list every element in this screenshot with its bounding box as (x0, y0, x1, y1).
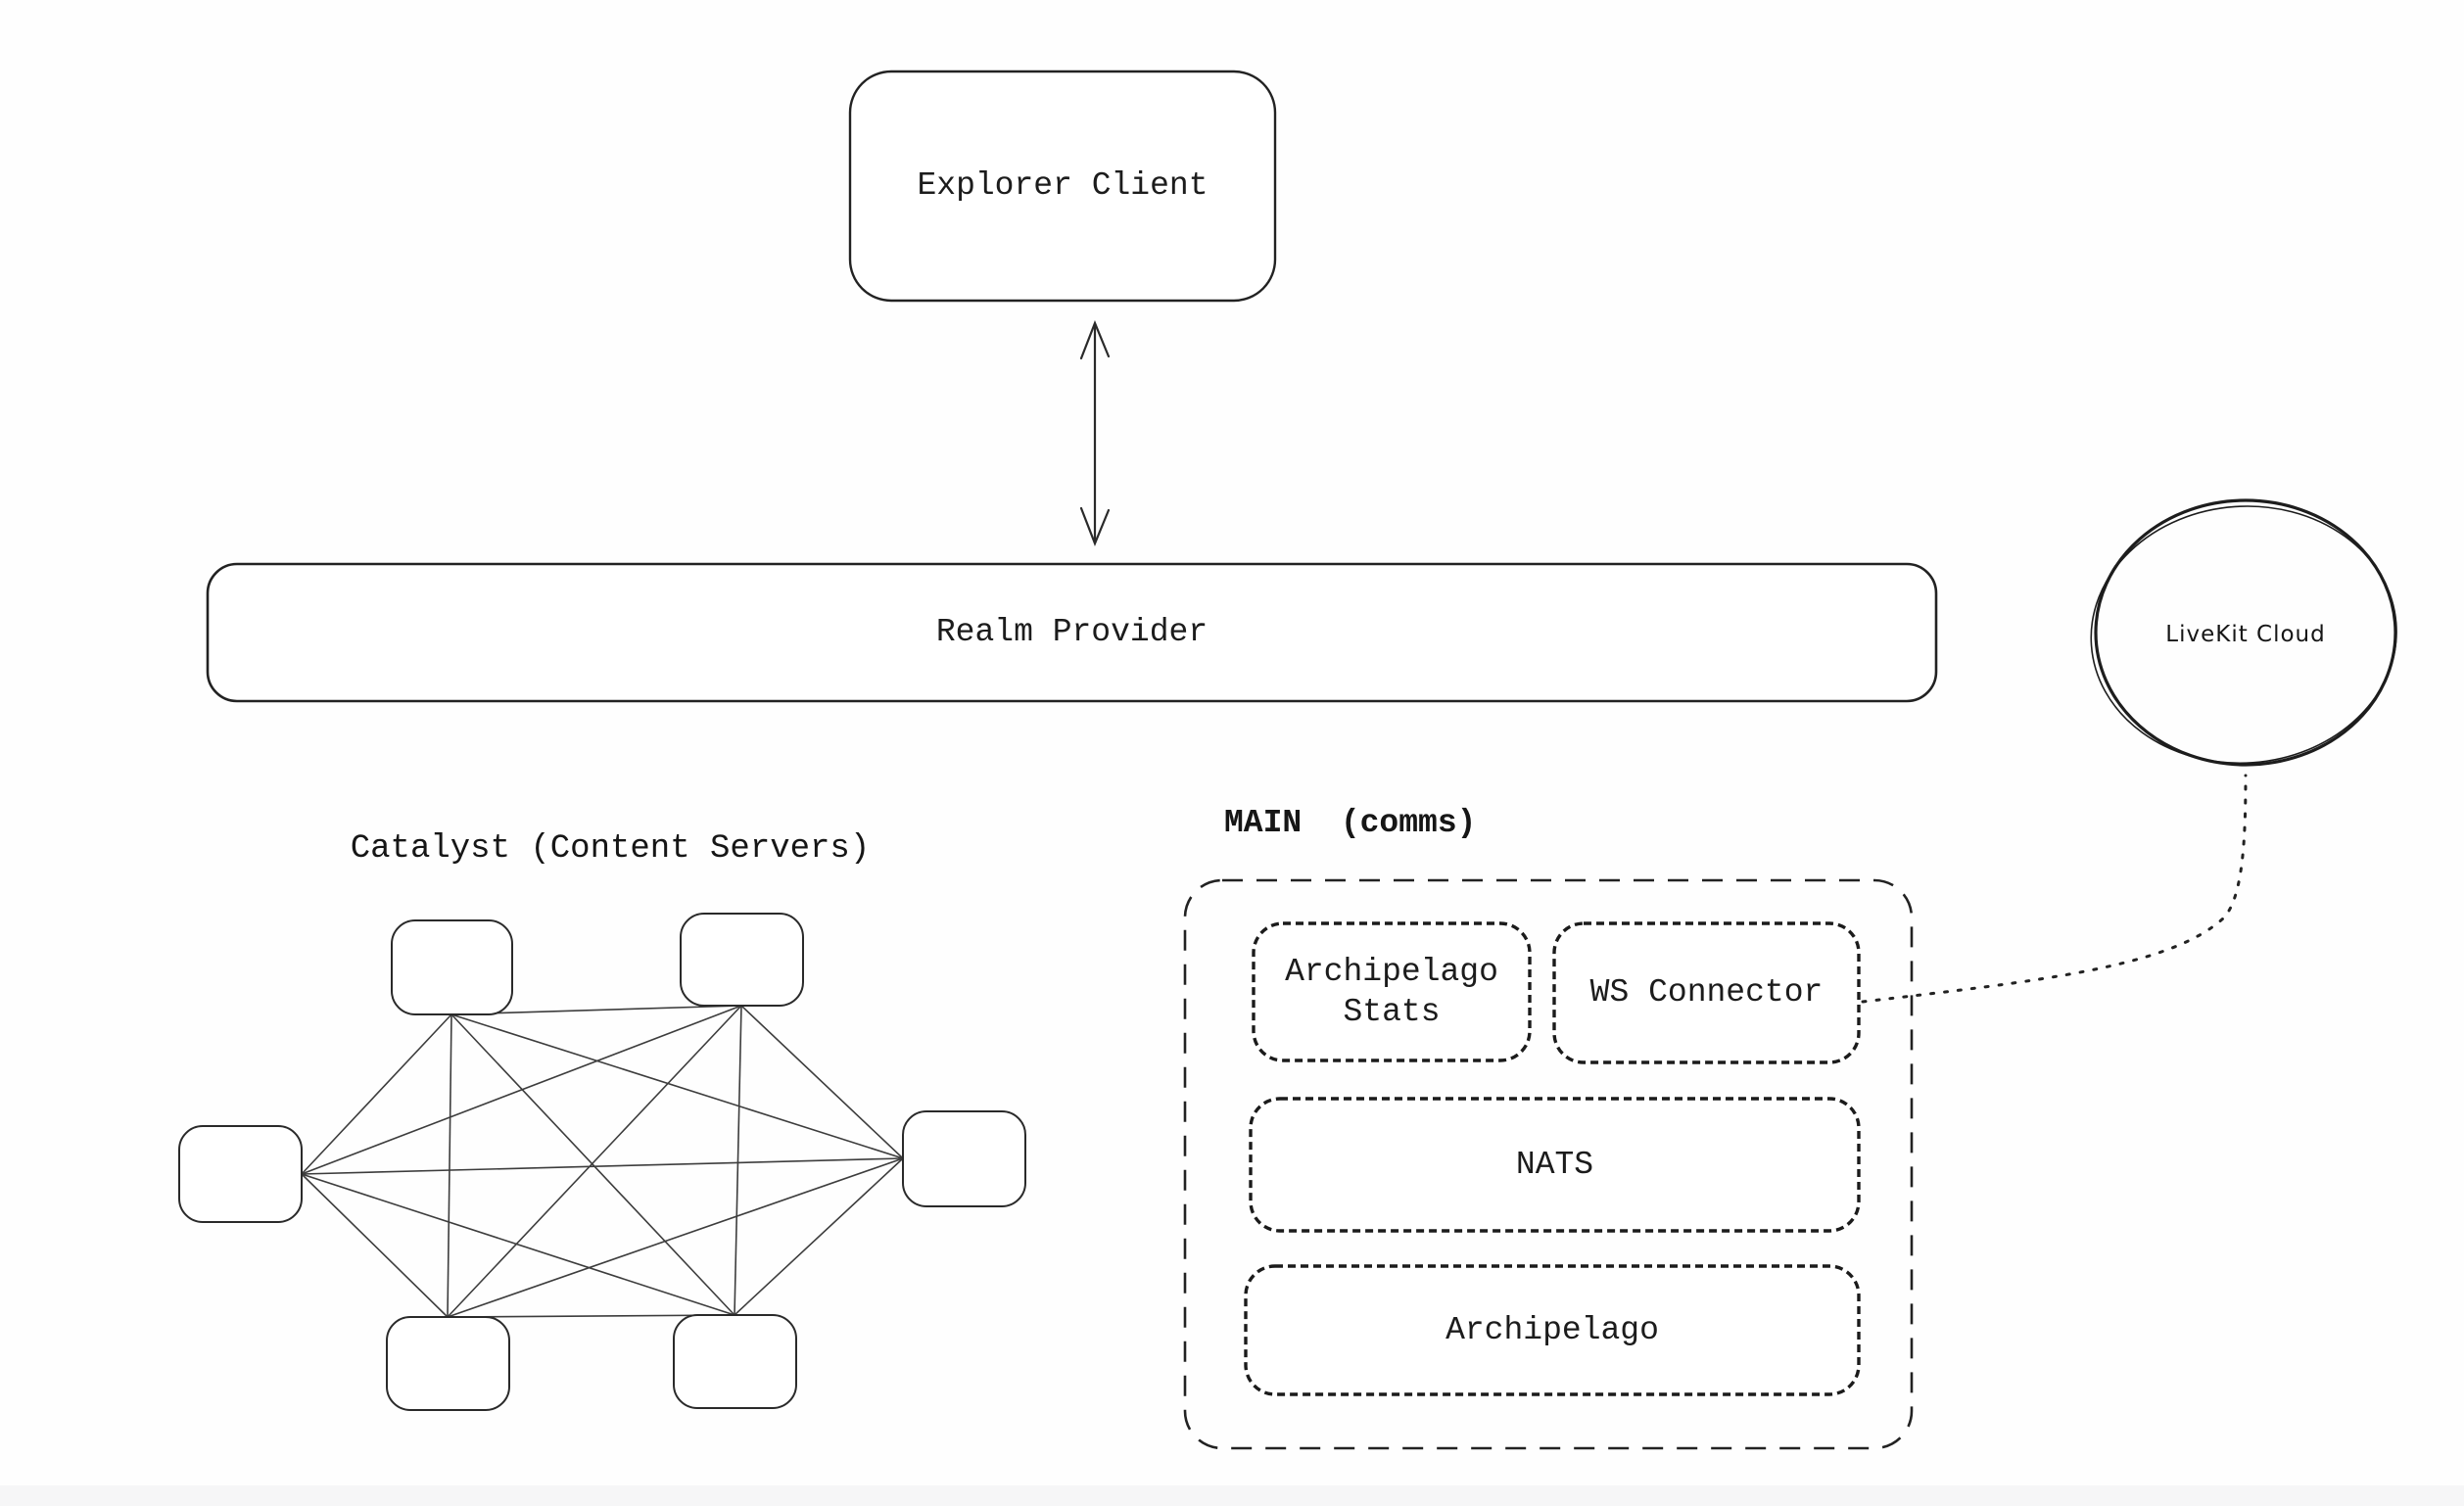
catalyst-node-bottom-left (386, 1316, 510, 1411)
ws-connector-box (1552, 921, 1861, 1064)
archipelago-box (1244, 1264, 1861, 1396)
main-comms-container (1183, 878, 1914, 1450)
livekit-cloud-circle (2090, 498, 2397, 767)
ws-livekit-dotted-connector (1861, 774, 2248, 1004)
main-comms-box-outlines (1244, 921, 1861, 1396)
catalyst-node-left (178, 1125, 303, 1223)
catalyst-mesh-edges (301, 1005, 904, 1318)
catalyst-node-bottom-right (673, 1314, 797, 1409)
catalyst-node-right (902, 1110, 1026, 1207)
realm-provider-box (206, 562, 1938, 703)
bottom-strip (0, 1485, 2464, 1506)
catalyst-title: Catalyst (Content Servers) (350, 830, 871, 868)
main-comms-title: MAIN (comms) (1224, 805, 1477, 841)
catalyst-server-nodes (178, 913, 1026, 1411)
catalyst-node-top-right (680, 913, 804, 1007)
bidirectional-arrow-icon (1079, 320, 1111, 546)
nats-box (1249, 1097, 1861, 1233)
explorer-client-box (848, 70, 1277, 303)
catalyst-node-top-left (391, 919, 513, 1015)
archipelago-stats-box (1252, 921, 1532, 1062)
